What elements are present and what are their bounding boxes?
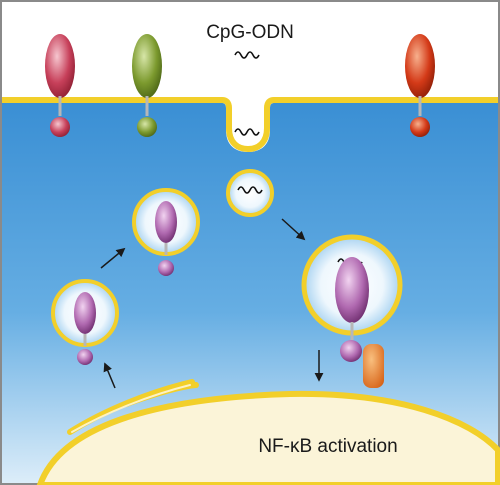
arrow-endocytosis (281, 218, 306, 241)
surface-receptor-green (132, 34, 162, 137)
tlr9-vesicle-lower (51, 279, 119, 365)
endosome-cpg (226, 169, 274, 217)
plasma-membrane (2, 97, 498, 153)
nucleus (36, 390, 500, 485)
tlr9-endolysosome (301, 234, 403, 388)
cpg-odn-free (234, 51, 260, 59)
surface-receptor-red (45, 34, 75, 137)
cpg-odn-pit (234, 128, 260, 136)
adaptor-protein (363, 344, 384, 388)
ligand-label: CpG-ODN (206, 22, 294, 43)
tlr9-vesicle-upper (132, 188, 200, 276)
surface-receptor-orange (405, 34, 435, 137)
arrow-vesicle-to-upper (100, 247, 126, 269)
endoplasmic-reticulum-lumen (71, 384, 191, 433)
arrow-er-to-lower (103, 362, 116, 389)
nucleus-label: NF-κB activation (258, 436, 397, 457)
